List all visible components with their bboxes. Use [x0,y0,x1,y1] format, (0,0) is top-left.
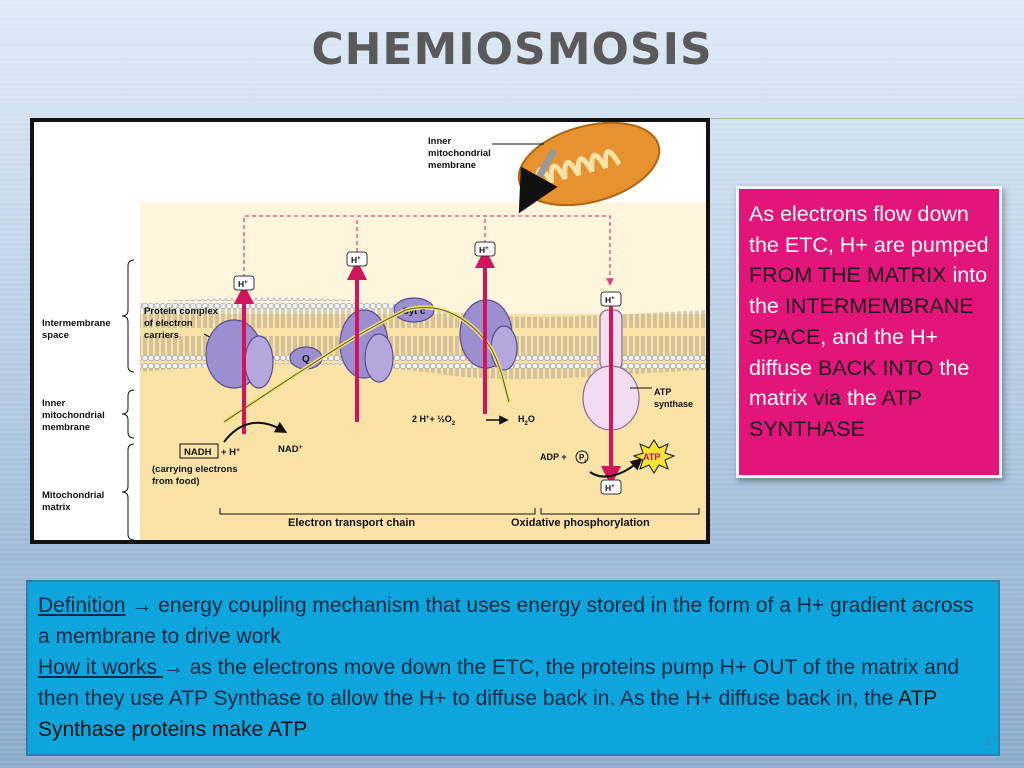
how-it-works-emphasis: ATP Synthase proteins make ATP [38,687,937,741]
label-adp: ADP + [540,452,567,462]
membrane-bilayer [140,297,706,380]
how-it-works-arrow: → [162,656,190,679]
callout-intermembrane-space: INTERMEMBRANE SPACE [749,294,974,349]
h-plus-5: H+ [600,479,622,495]
page-number: 17 [984,734,998,748]
diagram-svg: Inner mitochondrial membrane Intermembra… [42,122,706,540]
svg-text:H+: H+ [605,483,615,493]
label-inner-membrane-3: membrane [428,160,476,171]
label-inner-membrane-2: mitochondrial [428,148,491,159]
h-plus-2: H+ [346,251,368,267]
how-it-works-text: as the electrons move down the ETC, the … [38,656,960,710]
summary-callout: As electrons flow down the ETC, H+ are p… [736,186,1002,478]
callout-atp-synthase: ATP SYNTHASE [749,386,922,441]
definition-arrow: → [125,594,159,617]
svg-text:H+: H+ [479,245,489,255]
callout-back-into: BACK INTO [817,355,934,380]
label-atp: ATP [643,452,660,462]
definition-box: Definition → energy coupling mechanism t… [26,580,1000,756]
label-inner-left-2: mitochondrial [42,410,105,421]
h-plus-3: H+ [474,241,496,257]
label-matrix-2: matrix [42,502,71,513]
protein-complex-1 [205,319,274,389]
label-atp-synthase-2: synthase [654,399,693,409]
label-plus-h: + H+ [221,447,240,458]
label-q: Q [302,354,310,365]
label-inner-left-3: membrane [42,422,90,433]
svg-text:H+: H+ [605,295,615,305]
h-plus-1: H+ [233,275,255,291]
label-electron-transport-chain: Electron transport chain [288,517,415,529]
how-it-works-paragraph: How it works → as the electrons move dow… [38,652,988,745]
label-water-equation: 2 H++ ½O2 [412,414,456,427]
label-atp-synthase-1: ATP [654,387,671,397]
label-intermembrane-2: space [42,330,69,341]
h-plus-4: H+ [600,291,622,307]
label-inner-left-1: Inner [42,398,66,409]
label-nad: NAD+ [278,444,303,455]
definition-text: energy coupling mechanism that uses ener… [38,594,974,648]
callout-text-5: , and the H+ diffuse [749,324,939,380]
label-oxidative-phosphorylation: Oxidative phosphorylation [511,517,650,529]
how-it-works-label: How it works [38,656,163,679]
label-nadh: NADH [184,447,212,458]
callout-text-1: As electrons flow down the ETC, H+ are p… [749,202,989,257]
slide-title: CHEMIOSMOSIS [311,24,713,75]
atp-burst [632,439,676,474]
definition-paragraph: Definition → energy coupling mechanism t… [38,590,988,652]
title-divider [710,118,1024,119]
svg-text:H+: H+ [351,255,361,265]
callout-text-3: into the [749,263,988,319]
label-inner-membrane-1: Inner [428,136,452,147]
label-matrix-1: Mitochondrial [42,490,104,501]
definition-label: Definition [38,594,126,617]
callout-text-9: the [840,386,882,411]
label-carrying-1: (carrying electrons [152,464,238,475]
label-protein-1: Protein complex [144,306,219,317]
callout-from-matrix: FROM THE MATRIX [749,263,947,288]
label-carrying-2: from food) [152,476,200,487]
label-pi: Pi [579,453,586,465]
nadh-box [179,443,219,459]
label-protein-2: of electron [144,318,193,329]
chemiosmosis-diagram: Inner mitochondrial membrane Intermembra… [30,118,710,544]
callout-via: via [813,386,841,411]
svg-text:H+: H+ [238,279,248,289]
label-protein-3: carriers [144,330,179,341]
callout-text-7: the matrix [749,355,970,411]
mitochondrion-icon [517,122,661,214]
label-h2o: H2O [518,414,535,427]
label-intermembrane-1: Intermembrane [42,318,111,329]
label-cyt-c: Cyt c [402,306,425,317]
